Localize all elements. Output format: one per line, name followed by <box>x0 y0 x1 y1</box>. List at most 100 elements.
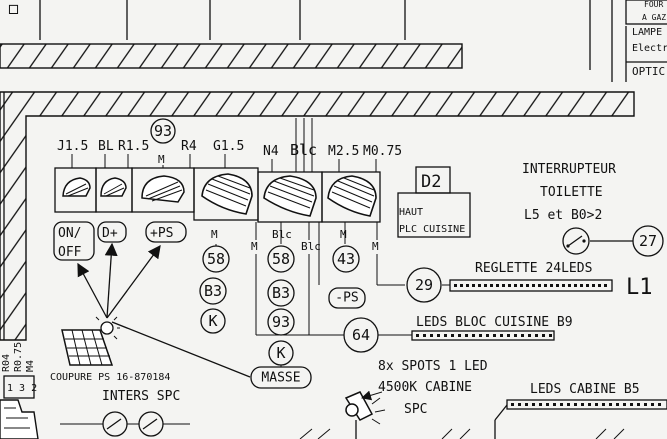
wire-label-r4: R4 <box>181 139 197 154</box>
masse-label: MASSE <box>250 366 312 389</box>
led-dot <box>560 403 563 406</box>
led-dot <box>556 284 559 287</box>
svg-text:1 3 2: 1 3 2 <box>7 383 37 394</box>
d2-title: D2 <box>421 172 441 192</box>
led-dot <box>532 284 535 287</box>
bottom-wire-letters: M M Blc Blc M M <box>211 228 379 253</box>
led-dot <box>423 334 426 337</box>
connector-n4 <box>257 171 323 223</box>
led-dot <box>496 284 499 287</box>
svg-text:ON/: ON/ <box>58 226 81 241</box>
led-dot <box>595 403 598 406</box>
connector-j15 <box>54 167 97 213</box>
wire-label-bl: BL <box>98 139 114 154</box>
connector-r15 <box>131 167 195 213</box>
circle-64: 64 <box>343 317 379 353</box>
circle-27 <box>632 225 664 257</box>
led-dot <box>553 403 556 406</box>
led-dot <box>609 403 612 406</box>
led-dot <box>502 284 505 287</box>
main-hatched-bar <box>0 91 635 341</box>
inters-switch-2 <box>138 411 164 437</box>
circle-43: 43 <box>332 245 360 273</box>
led-dot <box>520 284 523 287</box>
svg-text:REGLETTE 24LEDS: REGLETTE 24LEDS <box>475 261 592 276</box>
led-dot <box>604 284 607 287</box>
led-dot <box>466 284 469 287</box>
top-left-mark: ◻ <box>8 0 19 19</box>
led-dot <box>581 403 584 406</box>
svg-text:R0.75: R0.75 <box>13 342 24 372</box>
circle-58b: 58 <box>267 245 295 273</box>
a-gaz-label: A GAZ <box>642 13 666 22</box>
circle-kb: K <box>268 340 294 366</box>
interrupteur-line2: TOILETTE <box>540 185 603 200</box>
reglette-strip: REGLETTE 24LEDS L1 <box>449 261 653 300</box>
led-dot <box>451 334 454 337</box>
led-dot <box>479 334 482 337</box>
minus-ps-label: -PS <box>328 287 366 309</box>
led-dot <box>454 284 457 287</box>
top-wire-labels: J1.5 BL R1.5 R4 G1.5 N4 Blc M2.5 M0.75 M <box>57 139 402 166</box>
wire-label-m075: M0.75 <box>363 144 402 159</box>
svg-text:MASSE: MASSE <box>261 371 300 386</box>
svg-text:K: K <box>208 312 217 330</box>
led-dot <box>444 334 447 337</box>
inters-label: INTERS SPC <box>102 389 180 404</box>
led-dot <box>465 334 468 337</box>
svg-text:Blc: Blc <box>272 228 292 241</box>
interrupteur-line1: INTERRUPTEUR <box>522 162 616 177</box>
connector-g15 <box>193 167 259 221</box>
led-dot <box>535 334 538 337</box>
led-dot <box>588 403 591 406</box>
led-dot <box>514 284 517 287</box>
led-dot <box>598 284 601 287</box>
led-dot <box>580 284 583 287</box>
leds-cabine-strip: LEDS CABINE B5 <box>494 382 667 439</box>
led-dot <box>644 403 647 406</box>
svg-text:M4: M4 <box>25 360 36 372</box>
circle-29: 29 <box>406 267 442 303</box>
led-dot <box>507 334 510 337</box>
led-dot <box>544 284 547 287</box>
led-dot <box>532 403 535 406</box>
top-right-box: FOUR A GAZ LAMPE Electri OPTIC <box>625 0 667 82</box>
svg-text:4500K CABINE: 4500K CABINE <box>378 380 472 395</box>
led-dot <box>539 403 542 406</box>
led-dot <box>623 403 626 406</box>
svg-text:D+: D+ <box>102 226 118 241</box>
lampe-label: LAMPE <box>632 27 662 38</box>
led-dot <box>586 284 589 287</box>
led-dot <box>508 284 511 287</box>
svg-text:OFF: OFF <box>58 245 82 260</box>
circle-93-top <box>150 118 176 144</box>
led-dot <box>651 403 654 406</box>
led-dot <box>637 403 640 406</box>
svg-text:M: M <box>251 240 258 253</box>
left-side-connector: R04 R0.75 M4 1 3 2 <box>0 342 39 439</box>
switch-label-onoff: ON/ OFF <box>53 221 95 261</box>
svg-text:64: 64 <box>352 326 370 344</box>
upper-hatched-bar <box>0 43 463 69</box>
led-dot <box>616 403 619 406</box>
circle-ka: K <box>200 308 226 334</box>
d2-box: D2 HAUT PLC CUISINE <box>397 166 471 238</box>
led-dot <box>526 284 529 287</box>
led-dot <box>493 334 496 337</box>
circle-27-label: 27 <box>639 232 657 250</box>
svg-text:-PS: -PS <box>335 291 358 306</box>
led-dot <box>602 403 605 406</box>
circle-58a: 58 <box>202 245 230 273</box>
switch-label-ps: +PS <box>145 221 187 243</box>
l1-label: L1 <box>626 275 653 300</box>
wire-label-g15: G1.5 <box>213 139 244 154</box>
wire-label-j15: J1.5 <box>57 139 88 154</box>
led-dot <box>484 284 487 287</box>
connector-m25 <box>321 171 381 223</box>
led-dot <box>478 284 481 287</box>
electric-label: Electri <box>632 43 667 54</box>
led-dot <box>542 334 545 337</box>
led-dot <box>511 403 514 406</box>
optic-label: OPTIC <box>632 65 665 78</box>
